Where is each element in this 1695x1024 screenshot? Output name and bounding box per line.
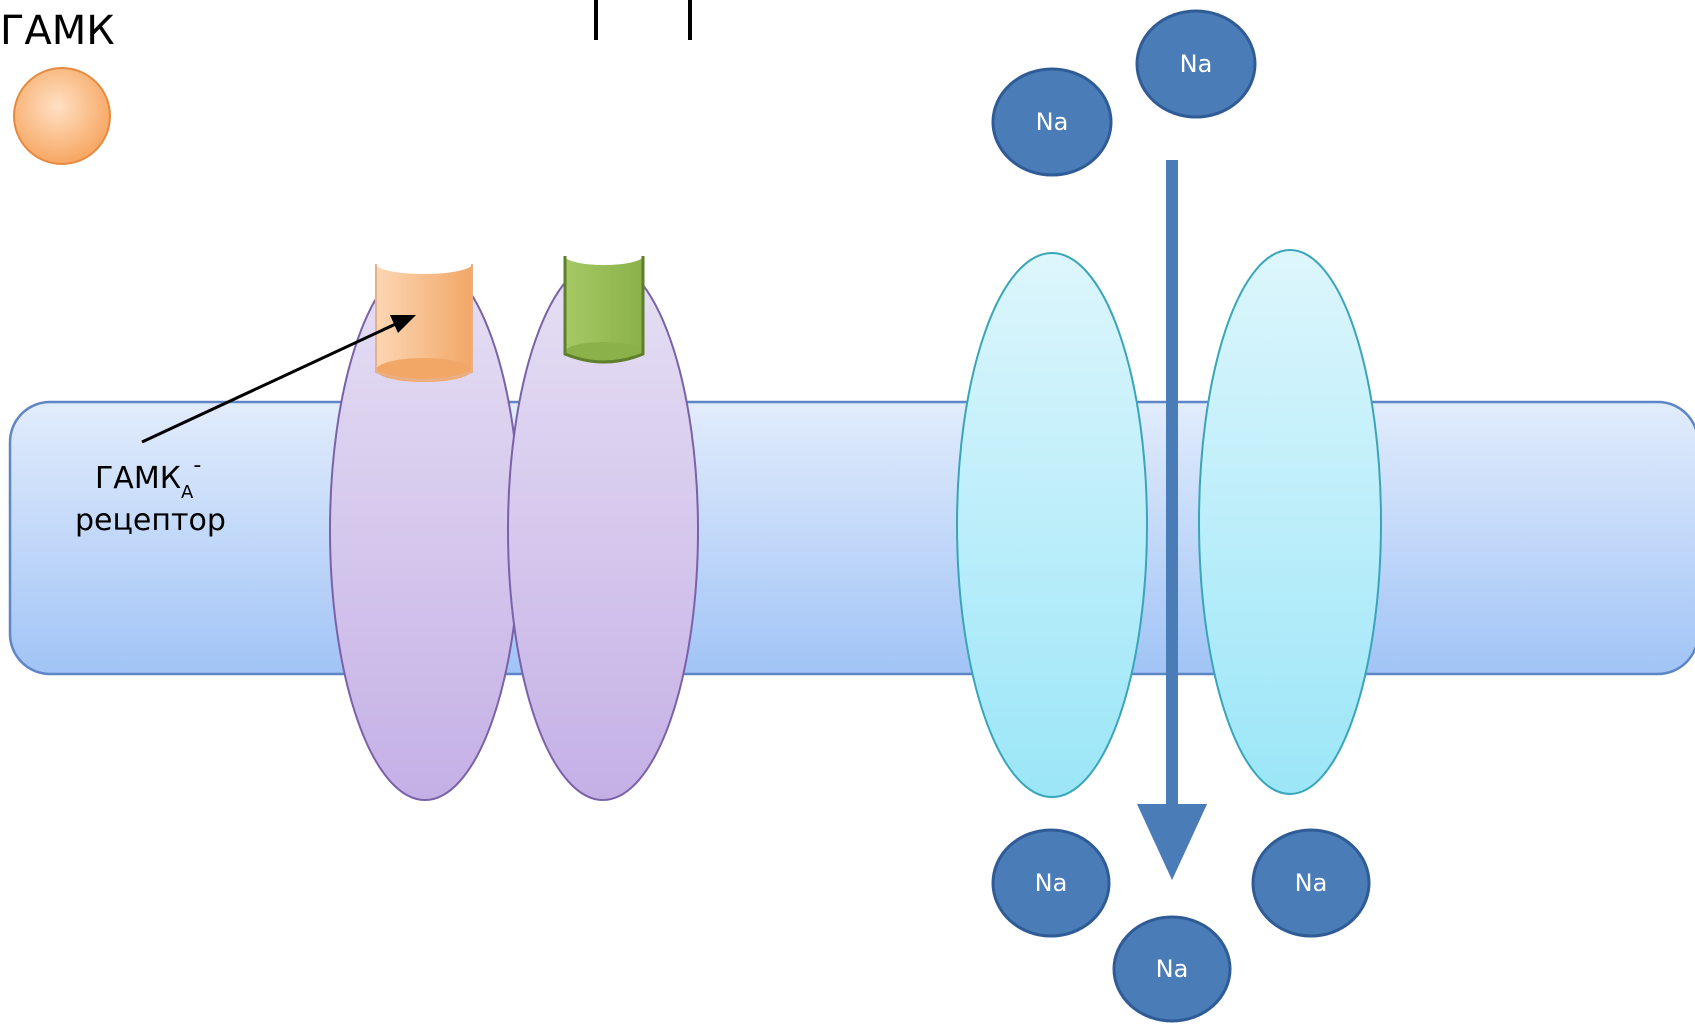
ion-na-2: Na <box>991 67 1113 177</box>
receptor-label-main: ГАМК <box>95 461 181 496</box>
receptor-label-line2: рецептор <box>75 503 226 538</box>
ion-na-1: Na <box>1135 9 1257 119</box>
gaba-a-receptor <box>329 247 699 801</box>
receptor-label-superscript: - <box>193 453 201 478</box>
channel-subunit-left <box>956 252 1148 798</box>
ion-na-label: Na <box>1156 955 1189 983</box>
ion-na-5: Na <box>1112 915 1232 1023</box>
pointer-arrow <box>141 315 416 444</box>
sodium-channel <box>956 249 1382 798</box>
gaba-ligand-icon <box>13 67 111 165</box>
title-fragment-marks <box>594 0 692 40</box>
svg-text:ГАМКА-: ГАМКА - <box>95 453 201 503</box>
cell-membrane <box>8 400 1695 676</box>
ion-na-label: Na <box>1180 50 1213 78</box>
binding-site-green <box>563 247 645 364</box>
binding-site-orange <box>375 254 473 382</box>
ion-na-4: Na <box>1251 828 1371 938</box>
receptor-label: ГАМКА - рецептор <box>75 453 226 538</box>
channel-subunit-right <box>1198 249 1382 795</box>
ion-flux-arrow <box>1137 160 1207 880</box>
receptor-label-subscript: А <box>181 482 194 503</box>
ion-na-label: Na <box>1036 108 1069 136</box>
ion-na-3: Na <box>991 828 1111 938</box>
gaba-legend-title: ГАМК <box>0 8 115 54</box>
ion-na-label: Na <box>1295 869 1328 897</box>
ion-na-label: Na <box>1035 869 1068 897</box>
